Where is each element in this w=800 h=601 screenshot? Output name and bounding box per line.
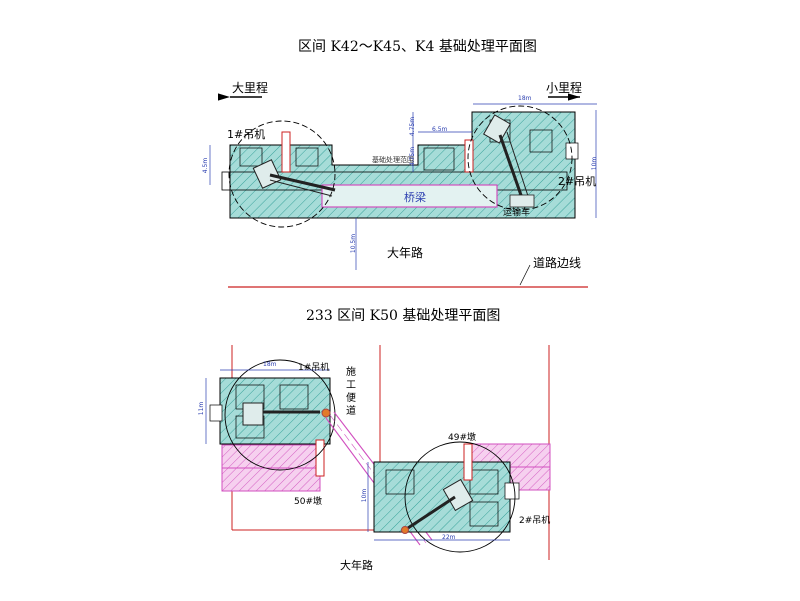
dim-4-75m-label: 4.75m: [409, 146, 417, 167]
crane2-swing-radius: [404, 441, 516, 553]
dim-10m-label: 10m: [591, 156, 599, 171]
dim-10m-label: 10m: [361, 488, 369, 503]
crane2-swing-radius: [467, 105, 573, 211]
plan2-drawing: [205, 345, 551, 560]
crane1-swing-radius: [228, 120, 336, 228]
pier-left: [281, 131, 291, 173]
plan1-drawing: [209, 93, 597, 288]
plan1-title: 区间 K42～K45、K4 基础处理平面图: [298, 39, 537, 55]
dim-6-5m-label: 6.5m: [432, 126, 448, 133]
dim-11m-label: 11m: [198, 401, 206, 416]
dim-10-5m-label: 10.5m: [350, 233, 358, 254]
crane-1-label: 1#吊机: [227, 128, 266, 141]
pier-50-label: 50#墩: [294, 497, 322, 507]
construction-road-label: 施 工 便 道: [346, 366, 358, 418]
crane-1-icon: [252, 159, 336, 197]
outrigger-box: [469, 501, 499, 527]
pier-49-label: 49#墩: [448, 433, 476, 443]
foundation-note: 基础处理范围: [372, 156, 414, 164]
dim-4-75m-label: 4.75m: [409, 116, 417, 137]
road-edge-label: 道路边线: [533, 256, 582, 270]
outrigger-box: [295, 147, 319, 167]
outrigger-box: [385, 469, 415, 495]
outrigger-box: [469, 469, 499, 495]
dim-4-5m-label: 4.5m: [202, 157, 210, 174]
outrigger-box: [504, 482, 520, 500]
construction-road-char: 便: [346, 393, 356, 404]
road-label: 大年路: [387, 246, 424, 260]
road-edge-leader: [519, 264, 531, 286]
pier-50: [315, 439, 325, 477]
lift-point-icon: [401, 526, 409, 534]
foundation-right: [373, 461, 511, 533]
outrigger-box: [239, 147, 263, 167]
dim-22m-label: 22m: [442, 534, 456, 541]
outrigger-box: [423, 147, 455, 171]
construction-road-char: 工: [346, 380, 356, 391]
construction-road-char: 施: [346, 367, 356, 378]
crane-2-icon: [407, 478, 474, 530]
dim-18m-label: 18m: [518, 95, 532, 102]
crane-2-label: 2#吊机: [519, 516, 551, 526]
road-label: 大年路: [340, 559, 373, 572]
transport-truck-icon: [509, 194, 535, 208]
pier-49: [463, 443, 473, 481]
lift-point-icon: [321, 408, 331, 418]
construction-road-char: 道: [346, 406, 356, 417]
crane1-swing-radius: [224, 359, 336, 471]
outrigger-box: [209, 404, 223, 422]
plan2-title: 233 区间 K50 基础处理平面图: [306, 308, 501, 324]
bridge-beam: [321, 184, 498, 208]
direction-left-label: 大里程: [232, 81, 269, 95]
crane-1-icon: [242, 402, 320, 426]
crane-2-label: 2#吊机: [558, 175, 597, 188]
pier-right: [464, 139, 474, 173]
crane-2-icon: [483, 114, 529, 199]
crane-1-label: 1#吊机: [298, 363, 330, 373]
transport-truck-label: 运输车: [503, 208, 531, 218]
direction-right-label: 小里程: [546, 81, 583, 95]
outrigger-box: [529, 129, 553, 153]
dim-18m-label: 18m: [263, 361, 277, 368]
bridge-label: 桥梁: [404, 191, 426, 204]
outrigger-box: [279, 384, 309, 410]
